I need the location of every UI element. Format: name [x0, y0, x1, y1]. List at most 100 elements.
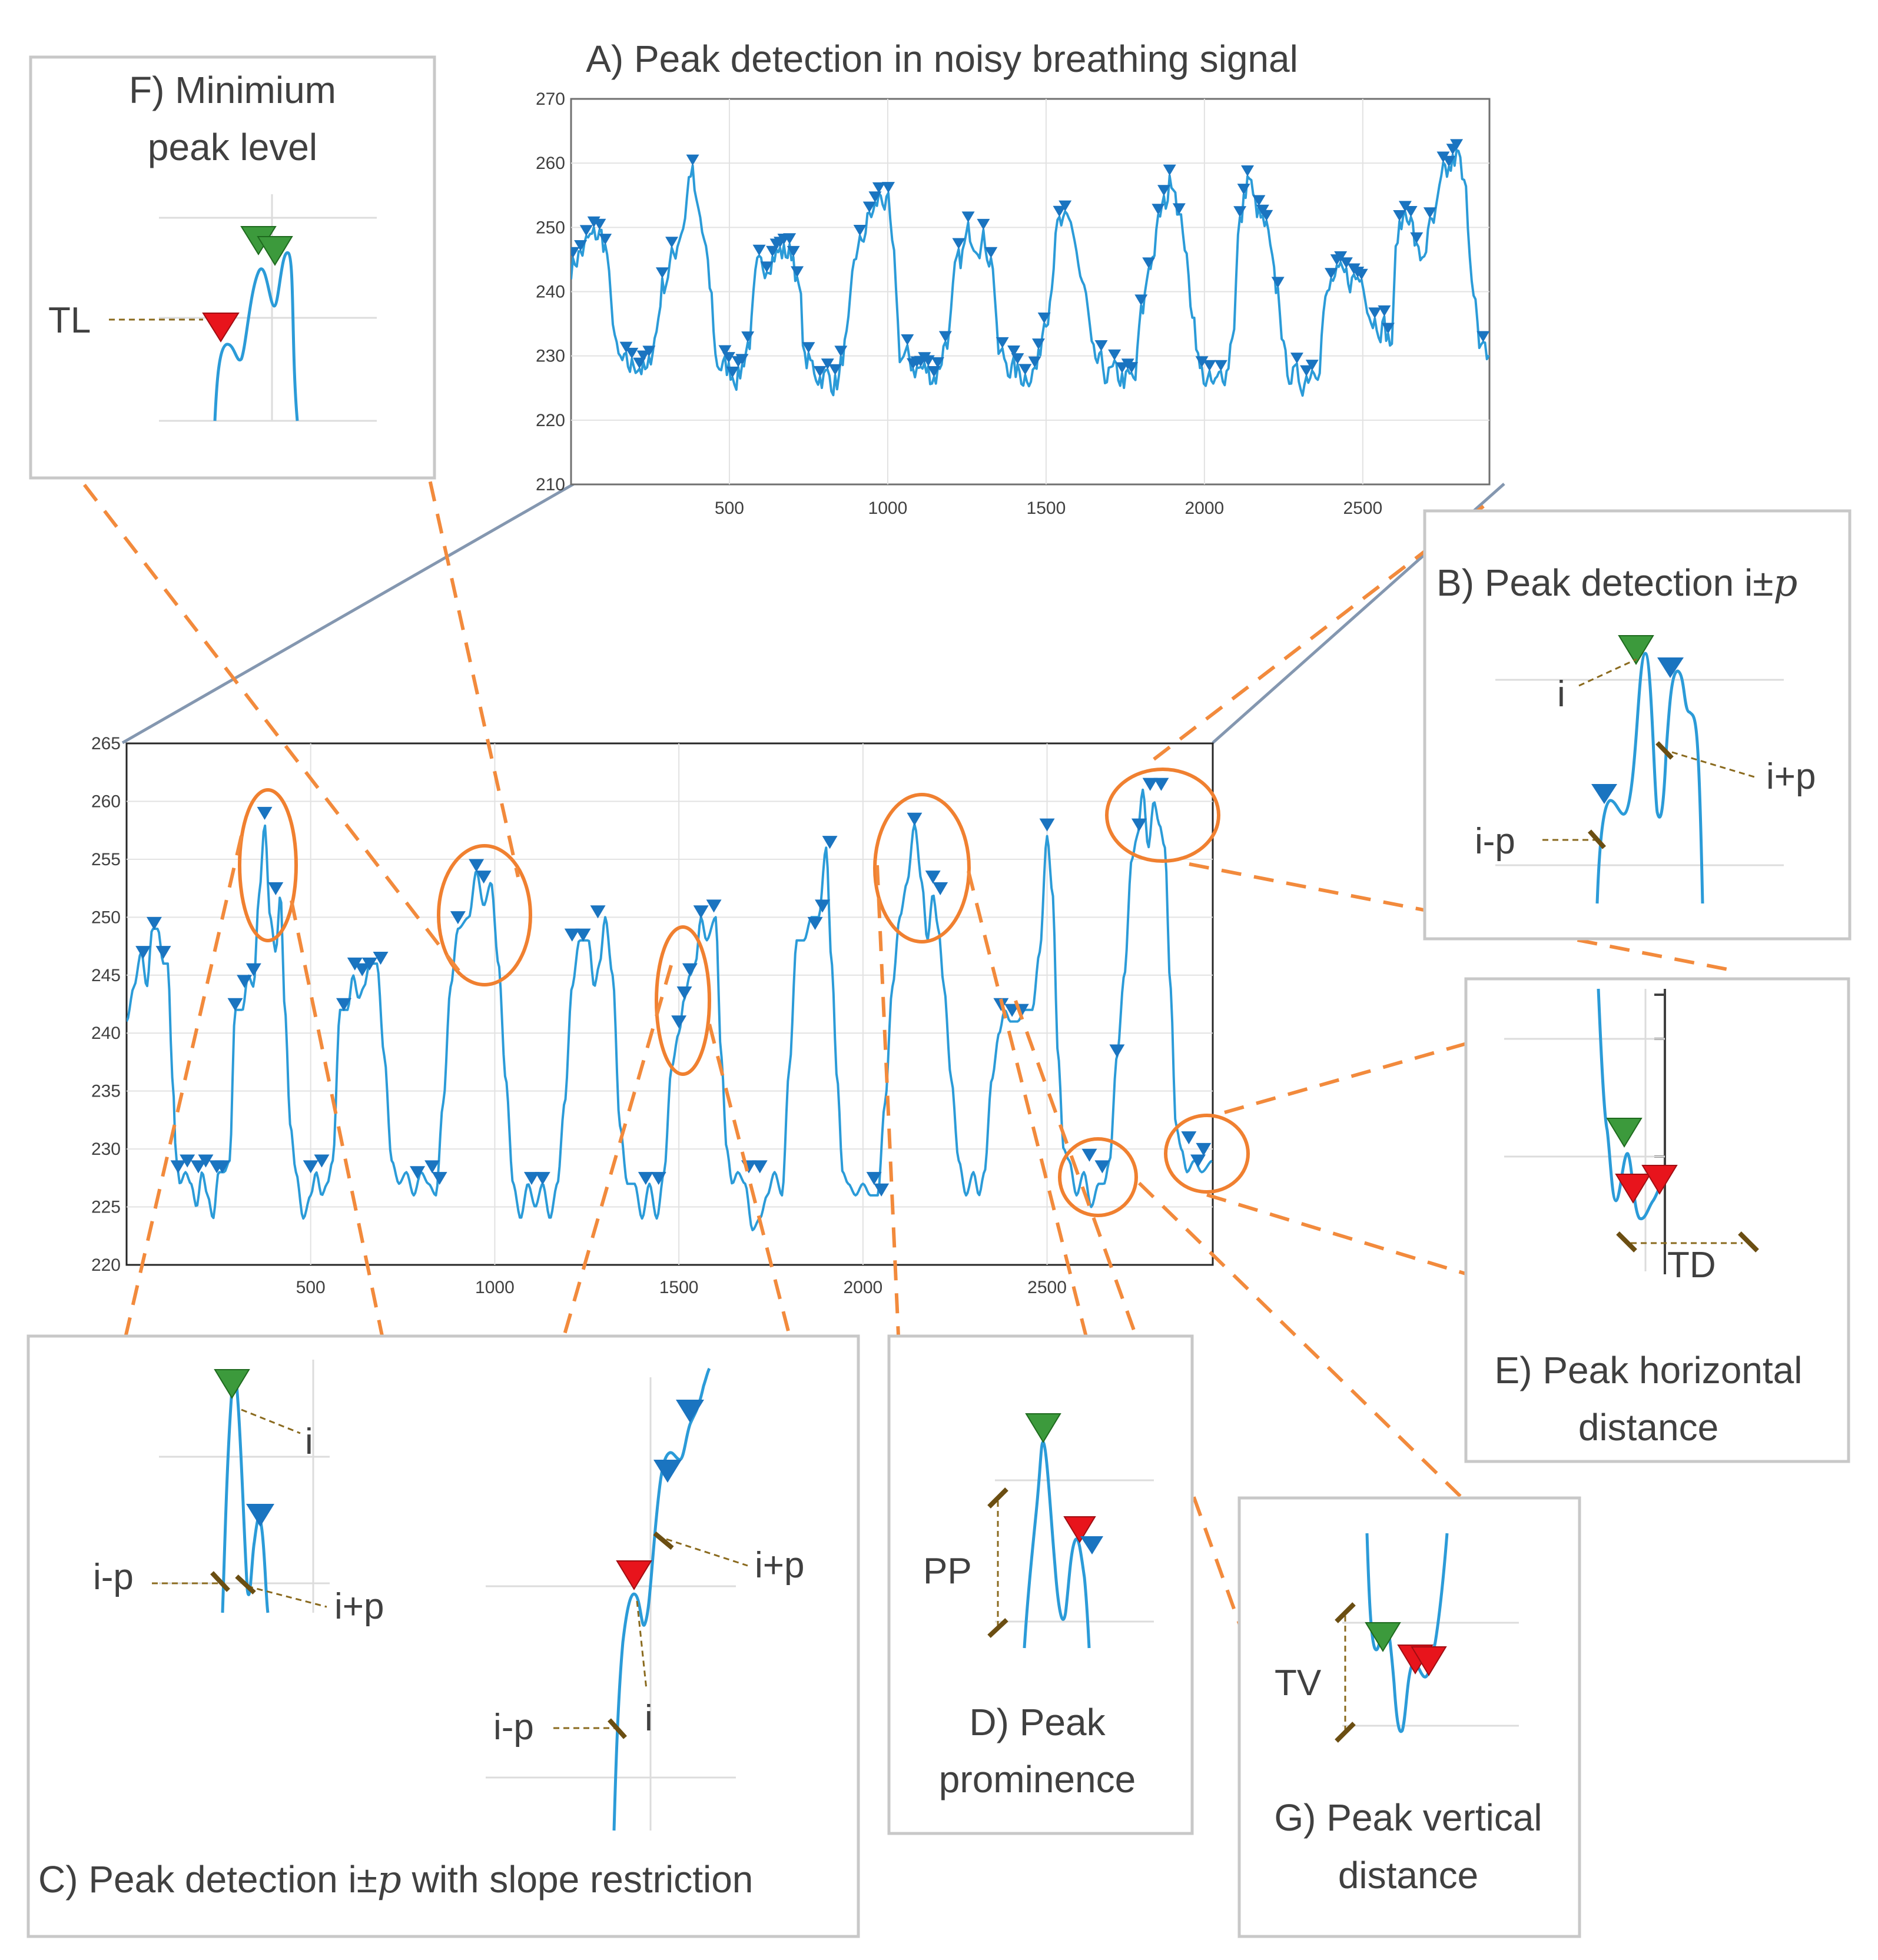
peak-marker [625, 347, 639, 359]
peak-marker [170, 1160, 186, 1174]
accepted-peak-marker [214, 1369, 250, 1399]
y-tick-label: 245 [91, 966, 121, 985]
peak-marker [1039, 818, 1055, 832]
peak-marker [931, 357, 944, 368]
peak-marker [257, 806, 273, 820]
label-i: i [305, 1421, 313, 1462]
peak-marker [347, 957, 363, 971]
panel-c-right-signal [612, 1367, 711, 1831]
panel-c-title: C) Peak detection i±p with slope restric… [38, 1858, 753, 1902]
y-tick-label: 225 [91, 1198, 121, 1217]
peak-marker [722, 352, 735, 363]
tl-label: TL [48, 300, 91, 341]
ring-panel-d [873, 793, 971, 944]
panel-a: A) Peak detection in noisy breathing sig… [536, 38, 1491, 518]
peak-marker [665, 237, 679, 248]
peak-marker [1450, 139, 1464, 151]
peak-marker [575, 928, 591, 942]
peak-marker [1305, 360, 1319, 371]
peak-marker [735, 354, 749, 366]
peak-marker [791, 266, 804, 278]
label-i: i [1557, 674, 1565, 715]
peak-marker [314, 1154, 330, 1168]
peak-marker [571, 247, 580, 258]
rejected-peak-marker [1063, 1516, 1096, 1543]
panel-a-peak-markers [571, 139, 1489, 378]
peak-marker [190, 1160, 206, 1174]
peak-marker [1163, 164, 1176, 176]
peak-marker [214, 1160, 230, 1174]
panel-g-tv-marker [1335, 1722, 1356, 1743]
peak-marker [1196, 1142, 1212, 1156]
peak-marker [1037, 312, 1051, 324]
peak-marker [523, 1172, 539, 1185]
y-tick-label: 230 [536, 347, 565, 366]
peak-marker [1591, 784, 1617, 804]
y-tick-label: 255 [91, 850, 121, 869]
x-tick-label: 2000 [843, 1278, 882, 1297]
peak-marker [1442, 155, 1456, 167]
peak-marker [599, 234, 612, 245]
y-tick-label: 250 [536, 218, 565, 237]
peak-marker [872, 182, 885, 194]
pp-label: PP [923, 1551, 972, 1592]
panel-d-title-line2: prominence [939, 1758, 1136, 1800]
panel-f: F) Minimium peak level TL [29, 55, 436, 480]
panel-b-iminusp-marker [1588, 829, 1606, 849]
peak-marker [693, 905, 709, 919]
y-tick-label: 235 [91, 1082, 121, 1101]
peak-marker [354, 963, 370, 976]
x-tick-label: 500 [296, 1278, 326, 1297]
peak-marker [579, 225, 593, 237]
peak-marker [882, 182, 895, 193]
panel-e-td-marker [1738, 1231, 1759, 1253]
peak-marker [984, 247, 998, 258]
panel-d: PP D) Peak prominence [887, 1334, 1194, 1835]
label-i: i [645, 1698, 653, 1739]
peak-marker [815, 899, 831, 913]
peak-marker [1125, 362, 1139, 373]
peak-marker [927, 366, 941, 377]
peak-marker [787, 245, 800, 257]
peak-marker [938, 331, 952, 343]
td-label: TD [1667, 1245, 1716, 1285]
peak-marker [1109, 1044, 1125, 1058]
panel-e-title-line2: distance [1578, 1406, 1718, 1449]
panel-c-left-iminusp-marker [210, 1571, 230, 1592]
label-i-plus-p: i+p [1766, 756, 1816, 797]
peak-marker [636, 350, 650, 362]
panel-a-grid [571, 99, 1489, 484]
peak-marker [921, 355, 935, 367]
panel-g-signal [1365, 1533, 1449, 1733]
peak-marker [1214, 360, 1227, 371]
lead-f-2 [393, 320, 520, 878]
peak-marker [336, 998, 351, 1011]
peak-marker [1094, 340, 1108, 351]
peak-marker [1476, 331, 1489, 343]
y-tick-label: 210 [536, 475, 565, 494]
x-tick-label: 2500 [1027, 1278, 1067, 1297]
peak-marker [1134, 294, 1148, 306]
peak-marker [619, 341, 633, 353]
peak-marker [1325, 268, 1338, 279]
peak-marker [590, 905, 606, 919]
y-tick-label: 260 [536, 154, 565, 173]
peak-marker [874, 1183, 890, 1197]
zoom-connector-lines [121, 482, 1505, 745]
peak-marker [227, 998, 243, 1011]
ring-panel-e [1164, 1114, 1250, 1194]
peak-marker [1108, 349, 1122, 361]
peak-marker [706, 899, 722, 913]
x-tick-label: 2500 [1343, 499, 1382, 518]
peak-marker [135, 946, 151, 959]
peak-marker [1378, 305, 1391, 317]
peak-marker [642, 346, 656, 357]
x-tick-label: 1000 [475, 1278, 515, 1297]
peak-marker [373, 951, 389, 965]
peak-marker [1657, 657, 1684, 678]
peak-marker [638, 1172, 653, 1185]
peak-marker [1260, 210, 1273, 221]
panel-c-frame [26, 1334, 860, 1938]
peak-marker [1368, 307, 1382, 319]
lead-g-1 [1014, 999, 1250, 1649]
